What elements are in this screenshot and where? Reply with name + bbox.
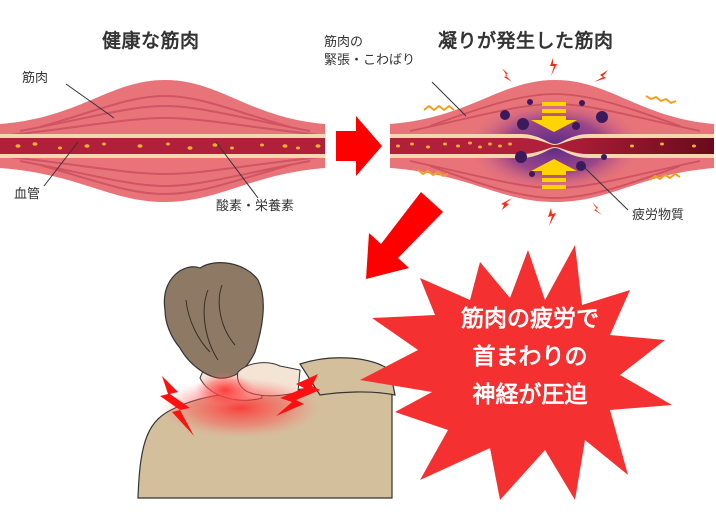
fatigue-particles <box>500 99 608 177</box>
pain-lightning-left-icon <box>160 376 194 436</box>
stiff-muscle-graphic <box>390 58 714 226</box>
down-left-arrow-icon <box>366 192 443 279</box>
stiff-muscle-title: 凝りが発生した筋肉 <box>438 30 614 52</box>
callout-line1: 筋肉の疲労で <box>461 306 599 332</box>
label-tension-line2: 緊張・こわばり <box>324 53 416 68</box>
compress-up-arrow-icon <box>531 159 577 189</box>
right-arrow-icon <box>336 116 382 176</box>
label-muscle: 筋肉 <box>22 71 49 86</box>
spark-icons <box>501 58 608 226</box>
person-neck-pain-illustration <box>137 262 396 499</box>
label-blood-vessel: 血管 <box>14 187 41 202</box>
callout-line2: 首まわりの <box>472 344 588 370</box>
callout-burst-shape[interactable] <box>360 245 672 500</box>
nutrient-dots <box>15 142 321 150</box>
pain-lightning-right-icon <box>276 374 320 416</box>
callout-line3: 神経が圧迫 <box>472 382 588 408</box>
healthy-muscle-graphic <box>0 80 325 202</box>
label-tension-line1: 筋肉の <box>324 35 364 50</box>
label-fatigue-substance: 疲労物質 <box>632 208 685 223</box>
label-oxygen-nutrients: 酸素・栄養素 <box>216 199 295 214</box>
tension-squiggles <box>417 95 681 181</box>
healthy-muscle-title: 健康な筋肉 <box>102 30 200 52</box>
compress-down-arrow-icon <box>531 102 577 132</box>
callout-text: 筋肉の疲労で 首まわりの 神経が圧迫 <box>420 300 640 414</box>
